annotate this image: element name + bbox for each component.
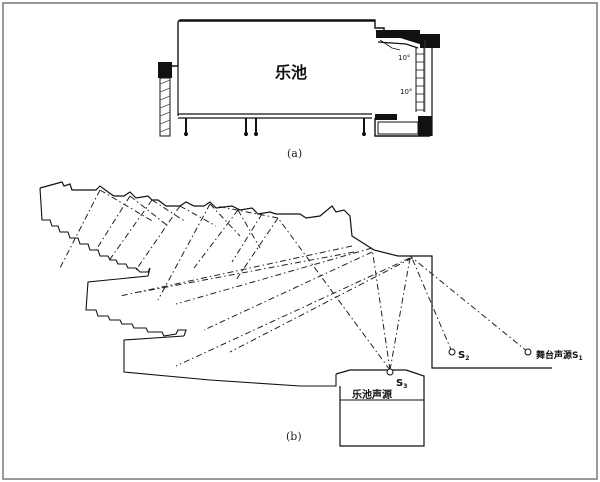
source-stage-label: 舞台声源S1 [536, 349, 583, 362]
source-s2-tag: S2 [458, 350, 469, 362]
stage-edge-structure [375, 30, 440, 136]
ceiling-outline [39, 181, 552, 369]
source-s2-marker [448, 348, 456, 356]
sound-rays [59, 189, 529, 371]
left-wall-block [158, 62, 172, 78]
figure-a-orchestra-pit-section: 乐池 10° 10° (a) [158, 19, 440, 160]
pit-room-label: 乐池 [275, 63, 307, 82]
caption-a: (a) [287, 147, 302, 160]
angle-label-lower: 10° [400, 88, 412, 96]
lower-balcony-steps [85, 267, 187, 337]
upper-balcony-steps [39, 187, 151, 273]
source-pit-label: 乐池声源 [352, 388, 392, 401]
stalls-floor [123, 335, 337, 387]
pit-floor-platform [178, 113, 372, 136]
source-s3-tag: S3 [396, 378, 407, 390]
pit-outline [160, 19, 430, 137]
figure-b-hall-section: S3 乐池声源 S2 舞台声源S1 (b) [39, 181, 583, 447]
source-s3-marker [386, 368, 394, 376]
angle-label-upper: 10° [398, 54, 410, 62]
caption-b: (b) [286, 430, 302, 443]
stage-front [335, 369, 425, 447]
source-s1-marker [524, 348, 532, 356]
